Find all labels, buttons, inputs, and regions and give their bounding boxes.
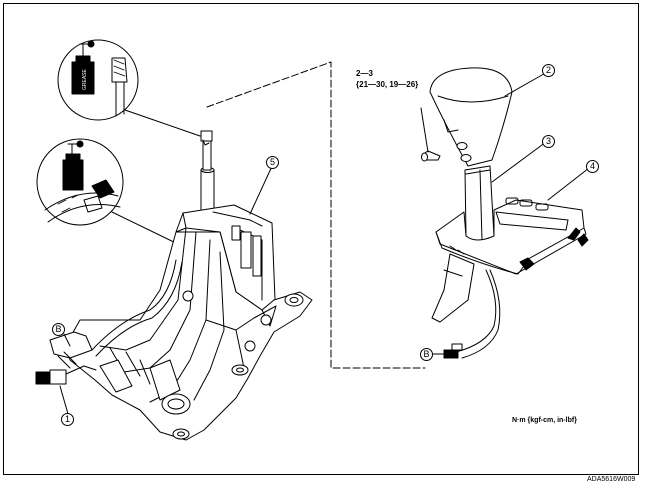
- indicator-panel: [435, 197, 589, 275]
- shift-knob: [429, 67, 513, 167]
- figure-code: ADA5616W009: [587, 476, 636, 483]
- grease-label: GREASE: [82, 68, 88, 90]
- figure-frame: [3, 3, 639, 475]
- callout-b-left: B: [52, 323, 65, 336]
- shifter-base-assembly: [35, 130, 313, 441]
- grease-can-icon: [62, 140, 84, 191]
- callout-4: 4: [586, 160, 599, 173]
- callout-b-right: B: [420, 348, 433, 361]
- lower-lever: [431, 253, 501, 359]
- torque-range: 2—3: [356, 69, 373, 78]
- units-note: N·m {kgf-cm, in-lbf}: [512, 417, 577, 424]
- callout-2: 2: [542, 64, 555, 77]
- leader-lines: [59, 70, 590, 415]
- assembly-dash-line: [206, 61, 426, 369]
- detail-circle-pivot: [36, 138, 183, 247]
- callout-3: 3: [542, 135, 555, 148]
- callout-5: 5: [266, 156, 279, 169]
- detail-circle-shaft: GREASE: [57, 39, 201, 137]
- torque-spec: 2—3 {21—30, 19—26}: [356, 68, 418, 90]
- torque-values: {21—30, 19—26}: [356, 80, 419, 89]
- shift-lever: [464, 165, 495, 243]
- callout-1: 1: [61, 413, 74, 426]
- knob-bolt: [420, 107, 441, 162]
- grease-can-icon: GREASE: [71, 40, 95, 95]
